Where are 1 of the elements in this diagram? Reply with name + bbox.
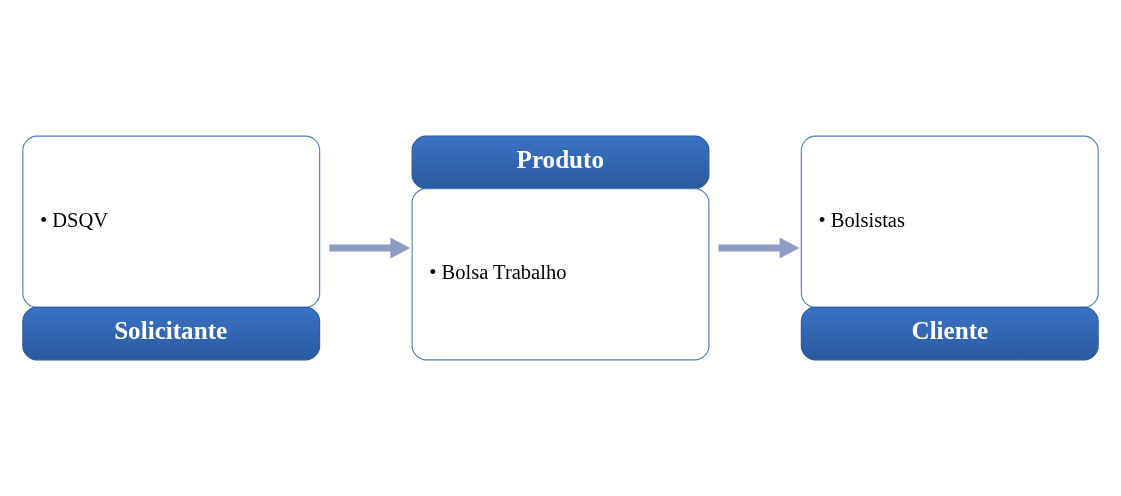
arrow xyxy=(718,237,800,259)
